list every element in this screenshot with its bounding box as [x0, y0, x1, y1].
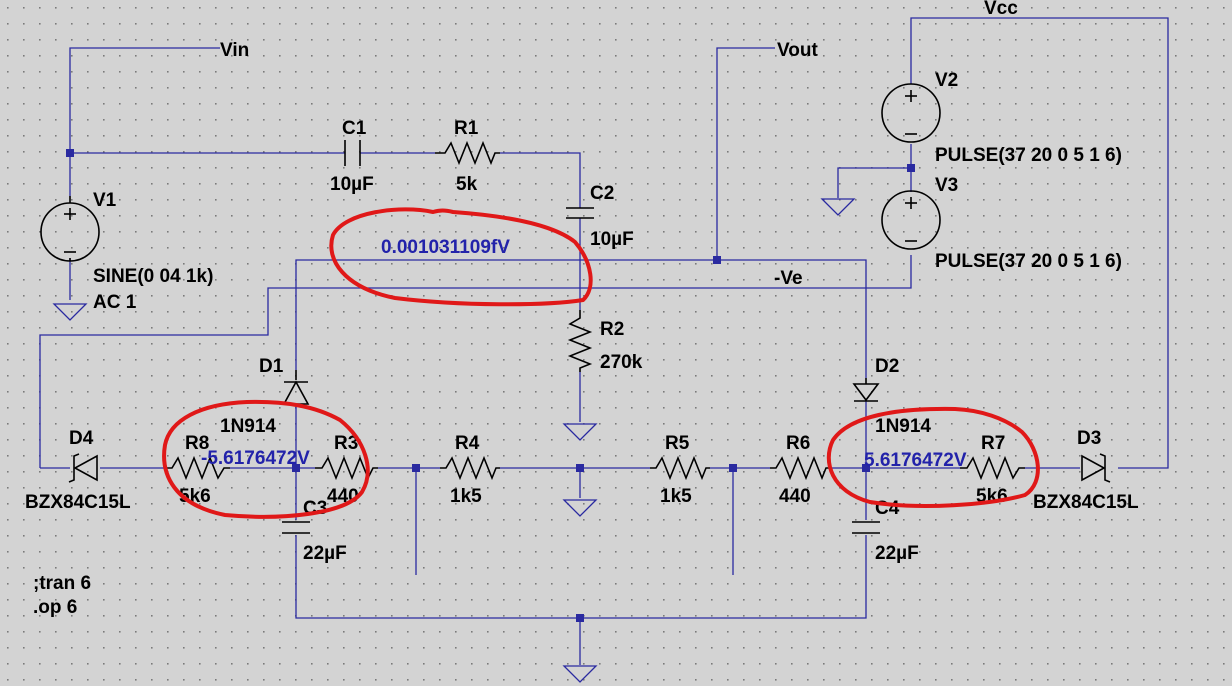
voltage-source-v3[interactable]	[881, 190, 941, 250]
junction-dot	[576, 614, 584, 622]
spice-directive-op[interactable]: .op 6	[33, 597, 77, 618]
wire-vcc-net[interactable]	[910, 17, 1169, 469]
labels: Vin Vout Vcc -Ve V1 SINE(0 04 1k) AC 1 V…	[25, 0, 1139, 618]
d4-name: D4	[69, 428, 94, 449]
v1-name: V1	[93, 190, 117, 211]
d1-value: 1N914	[220, 416, 276, 437]
r2-value: 270k	[600, 352, 643, 373]
resistor-r8[interactable]	[165, 455, 230, 481]
spice-directive-tran[interactable]: ;tran 6	[33, 573, 91, 594]
c1-name: C1	[342, 118, 367, 139]
v3-value: PULSE(37 20 0 5 1 6)	[935, 251, 1122, 272]
resistor-r5[interactable]	[650, 455, 710, 481]
r1-value: 5k	[456, 174, 478, 195]
r1-name: R1	[454, 118, 479, 139]
r6-value: 440	[779, 486, 811, 507]
wire-r1-c2[interactable]	[500, 152, 581, 208]
d3-name: D3	[1077, 428, 1101, 449]
v1-value: SINE(0 04 1k)	[93, 266, 213, 287]
d2-value: 1N914	[875, 416, 931, 437]
r5-name: R5	[665, 433, 690, 454]
c4-value: 22µF	[875, 543, 919, 564]
capacitor-c3[interactable]	[282, 521, 310, 534]
v1-ac: AC 1	[93, 292, 137, 313]
junction-dot	[713, 256, 721, 264]
diode-d2[interactable]	[852, 378, 880, 402]
r4-name: R4	[455, 433, 480, 454]
junction-dot	[576, 464, 584, 472]
junction-dot	[862, 464, 870, 472]
wire-top-rail[interactable]	[295, 259, 867, 378]
junction-dot	[412, 464, 420, 472]
resistor-r3[interactable]	[315, 455, 378, 481]
ground-symbol	[562, 423, 598, 441]
ground-symbol	[562, 665, 598, 683]
c4-name: C4	[875, 498, 900, 519]
d3-value: BZX84C15L	[1033, 492, 1139, 513]
d1-name: D1	[259, 356, 284, 377]
junction-dot	[907, 164, 915, 172]
wire-vout-net[interactable]	[716, 47, 775, 260]
c2-name: C2	[590, 183, 614, 204]
resistor-r4[interactable]	[440, 455, 500, 481]
r8-name: R8	[185, 433, 209, 454]
r5-value: 1k5	[660, 486, 692, 507]
ground-symbol	[820, 198, 856, 216]
voltage-source-v2[interactable]	[881, 83, 941, 143]
d2-name: D2	[875, 356, 899, 377]
annotation-circle-right	[826, 406, 1040, 508]
v2-name: V2	[935, 70, 958, 91]
wire-v2v3-ground[interactable]	[837, 167, 911, 198]
net-label-vout: Vout	[777, 40, 818, 61]
junction-dot	[66, 149, 74, 157]
ground-symbol	[52, 303, 88, 321]
voltage-label-top-node: 0.001031109fV	[381, 237, 510, 258]
voltage-source-v1[interactable]	[40, 196, 100, 262]
v3-name: V3	[935, 175, 958, 196]
capacitor-c1[interactable]	[344, 140, 361, 166]
annotation-circle-left	[162, 399, 370, 519]
zener-diode-d3[interactable]	[1081, 453, 1111, 483]
voltage-label-left-node: -5.6176472V	[201, 448, 310, 469]
wire-vin-net[interactable]	[69, 47, 220, 196]
ground-symbol	[562, 499, 598, 517]
net-label-neg-ve: -Ve	[774, 268, 803, 289]
resistor-r7[interactable]	[960, 455, 1025, 481]
c3-value: 22µF	[303, 543, 347, 564]
c2-value: 10µF	[590, 229, 634, 250]
wire-neg-ve-rail[interactable]	[39, 255, 912, 468]
zener-diode-d4[interactable]	[68, 453, 98, 483]
annotation-circle-top	[329, 207, 593, 307]
r3-name: R3	[334, 433, 358, 454]
net-label-vcc: Vcc	[984, 0, 1018, 19]
capacitor-c2[interactable]	[566, 207, 594, 219]
r4-value: 1k5	[450, 486, 482, 507]
capacitor-c4[interactable]	[852, 521, 880, 534]
v2-value: PULSE(37 20 0 5 1 6)	[935, 145, 1122, 166]
c1-value: 10µF	[330, 174, 374, 195]
resistor-r1[interactable]	[435, 140, 500, 166]
resistor-r6[interactable]	[770, 455, 830, 481]
voltage-label-right-node: 5.6176472V	[864, 450, 967, 471]
net-label-vin: Vin	[220, 40, 249, 61]
junctions	[66, 149, 915, 622]
red-annotations	[162, 207, 1040, 519]
junction-dot	[729, 464, 737, 472]
r7-name: R7	[981, 433, 1005, 454]
d4-value: BZX84C15L	[25, 492, 131, 513]
resistor-r2[interactable]	[567, 310, 593, 372]
r6-name: R6	[786, 433, 810, 454]
junction-dot	[292, 464, 300, 472]
r2-name: R2	[600, 319, 624, 340]
grounds	[52, 198, 856, 683]
